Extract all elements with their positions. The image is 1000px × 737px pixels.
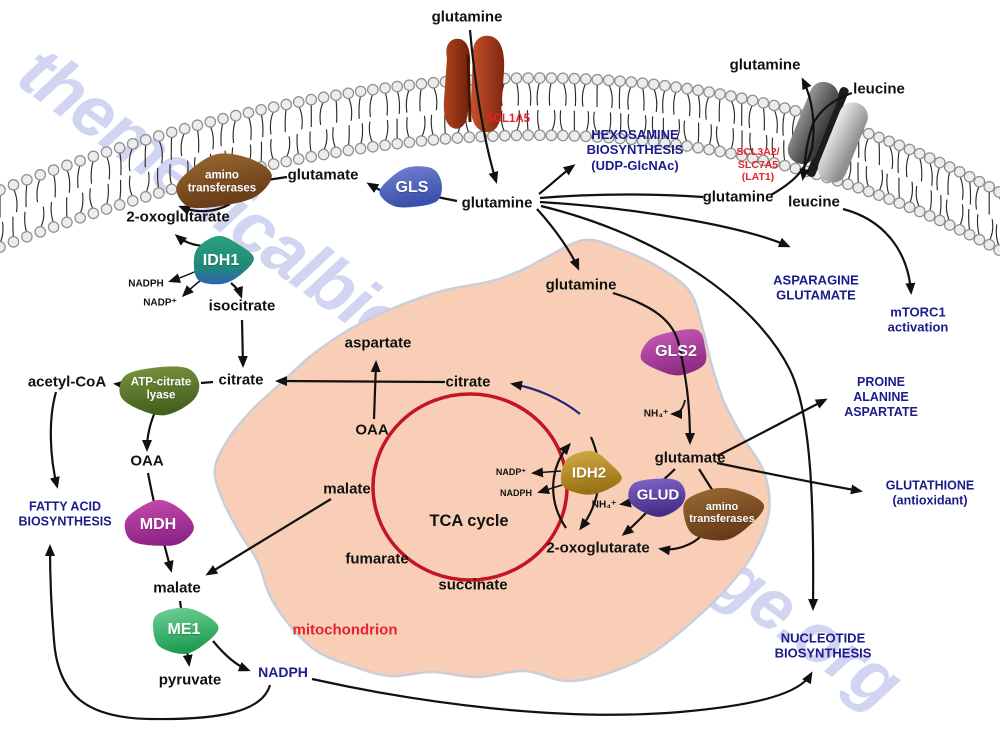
arrow-glutamine-to-nucleotide	[540, 204, 819, 611]
arrow-nadph-to-nucleotide	[311, 671, 813, 716]
label-gls-enzyme: GLS	[395, 179, 429, 197]
label-fatty-acid-biosynthesis: FATTY ACID BIOSYNTHESIS	[18, 499, 112, 528]
label-2oxoglutarate-cytosol: 2-oxoglutarate	[126, 208, 230, 226]
label-idh1-enzyme: IDH1	[202, 252, 240, 270]
label-2oxoglutarate-mito: 2-oxoglutarate	[546, 539, 650, 557]
mitochondrion-body	[213, 238, 771, 683]
label-idh2-enzyme: IDH2	[571, 464, 607, 482]
gls-blob	[379, 166, 442, 208]
label-lat1: SCL3A2/ SLC7A5 (LAT1)	[736, 146, 780, 184]
label-glutamine-exported: glutamine	[729, 56, 801, 74]
arrow-isocitrate-to-citrate	[237, 319, 248, 368]
label-nadp-idh2: NADP⁺	[495, 466, 527, 477]
arrow-nadph-to-fattyacid	[45, 544, 272, 721]
arrow-oaa-to-aspartate	[370, 360, 381, 420]
label-oaa-mito: OAA	[355, 421, 389, 439]
arrow-glutamine-lat1-export	[770, 77, 815, 196]
me1-blob	[152, 607, 219, 654]
label-glutamine-top: glutamine	[431, 8, 503, 26]
label-glutathione-antioxidant: GLUTATHIONE (antioxidant)	[885, 478, 975, 507]
arrow-me1-to-nadph	[212, 640, 251, 672]
label-citrate-cytosol: citrate	[218, 371, 264, 389]
arrow-glutamate-to-proine	[716, 398, 828, 457]
label-nh4-gls2: NH₄⁺	[643, 408, 669, 420]
atp-citrate-lyase-blob	[119, 366, 200, 416]
label-glutamine-at-lat1: glutamine	[702, 188, 774, 206]
label-nadph-idh1: NADPH	[128, 278, 164, 290]
arrow-glutamine-to-asparagine	[539, 200, 791, 248]
label-me1-enzyme: ME1	[167, 621, 201, 639]
label-aspartate: aspartate	[344, 334, 412, 352]
label-nucleotide-biosynthesis: NUCLEOTIDE BIOSYNTHESIS	[774, 630, 872, 661]
line-gls-glutamine	[436, 195, 458, 203]
enzyme-blobs	[119, 153, 765, 654]
label-oaa-cytosol: OAA	[130, 452, 164, 470]
label-malate-cytosol: malate	[153, 579, 201, 597]
label-glutamine-cytosol: glutamine	[461, 194, 533, 212]
arrow-idh1-to-isocitrate	[230, 282, 243, 299]
label-proine-alanine-aspartate: PROINE ALANINE ASPARTATE	[844, 374, 918, 419]
label-nh4-glud: NH₄⁺	[591, 499, 617, 511]
arrow-scl1a5-glutamine-import	[468, 29, 499, 184]
arrow-leucine-to-mtorc1	[842, 207, 916, 295]
arrow-glutamine-gls2-glutamate	[612, 291, 695, 445]
arrow-isocitrate-to-citrate-mito	[510, 380, 581, 415]
label-isocitrate-cytosol: isocitrate	[208, 297, 276, 315]
gls2-blob	[640, 329, 707, 376]
arrow-glutamate-to-glutathione	[716, 461, 863, 495]
label-gls2-enzyme: GLS2	[655, 343, 697, 361]
arrow-2oxoglutarate-to-isocitrate	[552, 442, 571, 529]
arrow-leucine-lat1-import	[799, 91, 853, 181]
label-leucine-extracellular: leucine	[853, 80, 905, 98]
label-tca-cycle: TCA cycle	[429, 511, 509, 530]
label-hexosamine-biosynthesis: HEXOSAMINE BIOSYNTHESIS (UDP-GlcNAc)	[586, 127, 684, 173]
label-glutamine-mito: glutamine	[545, 276, 617, 294]
arrow-aminotransferase-to-2oxoglutarate	[178, 203, 231, 215]
arrow-overlay	[612, 77, 853, 445]
idh2-blob	[560, 450, 622, 495]
label-malate-mito: malate	[323, 480, 371, 498]
arrow-glutamine-into-mitochondrion	[536, 208, 580, 271]
amino-transferases-blob-1	[176, 153, 272, 209]
label-nadph-me1: NADPH	[258, 664, 308, 681]
label-succinate: succinate	[438, 576, 508, 594]
label-glutamate-cytosol: glutamate	[287, 166, 359, 184]
label-glutamate-mito: glutamate	[654, 449, 726, 467]
label-mtorc1-activation: mTORC1 activation	[887, 304, 949, 335]
arrow-aminotransferase2-to-2oxoglutarate	[658, 534, 703, 556]
label-scl1a5: SCL1A5	[485, 113, 531, 126]
idh1-blob	[193, 235, 254, 285]
arrow-acetylcoa-to-fattyacid	[49, 391, 60, 489]
arrow-acl-to-oaa	[142, 411, 157, 452]
label-pyruvate: pyruvate	[158, 671, 222, 689]
arrow-mito-citrate-export	[275, 376, 446, 387]
label-nadph-idh2: NADPH	[499, 487, 533, 498]
label-citrate-mito: citrate	[445, 373, 491, 391]
label-amino-transferases-mito: amino transferases	[689, 500, 755, 525]
glud-blob	[628, 478, 686, 517]
label-glud-enzyme: GLUD	[636, 486, 680, 504]
label-mitochondrion: mitochondrion	[292, 621, 398, 639]
label-atp-citrate-lyase-enzyme: ATP-citrate lyase	[130, 376, 192, 401]
arrow-idh2-to-nadp	[531, 467, 562, 478]
amino-transferases-blob-2	[683, 487, 765, 541]
line-glutamine-to-lat1	[539, 193, 704, 200]
label-nadp-idh1: NADP⁺	[143, 297, 177, 309]
label-fumarate: fumarate	[345, 550, 409, 568]
label-mdh-enzyme: MDH	[139, 516, 177, 534]
arrow-glud-to-2oxoglutarate	[621, 512, 647, 536]
mitochondrion-outline	[213, 238, 771, 683]
line-citrate-acl	[200, 380, 214, 385]
arrow-mito-malate-export	[205, 498, 332, 576]
label-acetyl-coa: acetyl-CoA	[27, 373, 107, 391]
arrow-gls2-to-nh4	[670, 399, 686, 419]
label-leucine-cytosol: leucine	[788, 193, 840, 211]
mdh-blob	[124, 499, 194, 546]
arrow-idh2-to-nadph	[537, 484, 563, 495]
label-amino-transferases-cytosol: amino transferases	[187, 169, 257, 194]
arrow-glutamine-to-hexosamine	[538, 164, 576, 195]
label-asparagine-glutamate: ASPARAGINE GLUTAMATE	[773, 272, 859, 303]
